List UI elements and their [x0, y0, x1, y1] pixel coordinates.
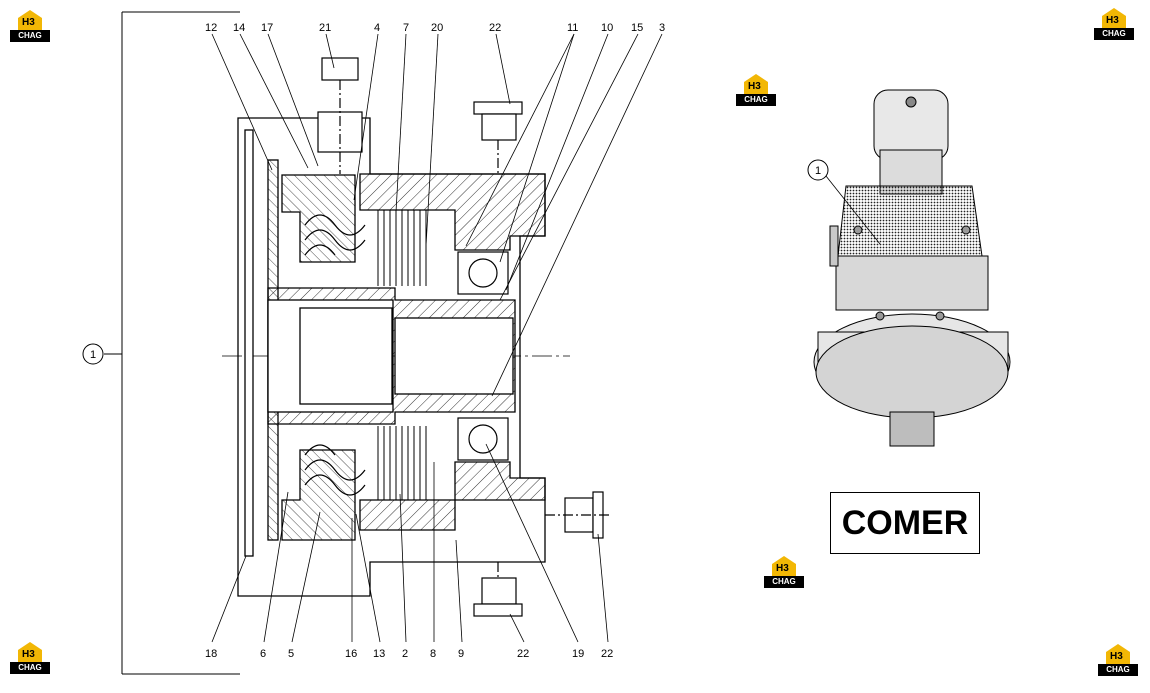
callout-2: 2	[402, 648, 408, 660]
logo-mono: H3	[776, 563, 789, 574]
logo-mono: H3	[1110, 651, 1123, 662]
spring-upper	[304, 214, 366, 256]
callout-18: 18	[205, 648, 217, 660]
plug-right-side	[545, 491, 612, 539]
house-icon	[1102, 8, 1126, 28]
logo-top-right: H3 CHAG	[1094, 6, 1134, 40]
logo-top-left: H3 CHAG	[10, 8, 50, 42]
logo-text: CHAG	[764, 576, 804, 588]
brand-name: COMER	[841, 503, 969, 542]
callout-22-bottom: 22	[517, 648, 529, 660]
callout-13: 13	[373, 648, 385, 660]
callout-7: 7	[403, 22, 409, 34]
brake-unit-photo	[813, 89, 1011, 447]
logo-mono: H3	[748, 81, 761, 92]
leader-lines	[211, 33, 663, 643]
logo-text: CHAG	[10, 662, 50, 674]
callout-9: 9	[458, 648, 464, 660]
logo-mid-bottom: H3 CHAG	[764, 554, 804, 588]
house-icon	[1106, 644, 1130, 664]
logo-mono: H3	[22, 17, 35, 28]
house-icon	[744, 74, 768, 94]
logo-mono: H3	[22, 649, 35, 660]
logo-mid-top: H3 CHAG	[736, 72, 776, 106]
callout-5: 5	[288, 648, 294, 660]
logo-mono: H3	[1106, 15, 1119, 26]
house-icon	[18, 10, 42, 30]
callout-14: 14	[233, 22, 245, 34]
callout-12: 12	[205, 22, 217, 34]
fill-plug-top	[317, 57, 363, 174]
callout-3: 3	[659, 22, 665, 34]
spring-lower	[304, 444, 366, 496]
logo-text: CHAG	[736, 94, 776, 106]
callout-6: 6	[260, 648, 266, 660]
disc-pack-lower	[377, 426, 427, 500]
disc-pack-upper	[377, 210, 427, 286]
logo-bottom-left: H3 CHAG	[10, 640, 50, 674]
callout-1-photo: 1	[807, 159, 829, 181]
callout-22-top: 22	[489, 22, 501, 34]
callout-labels-bottom: 18 6 5 16 13 2 8 9 22 19 22	[205, 648, 613, 660]
callout-16: 16	[345, 648, 357, 660]
callout-15: 15	[631, 22, 643, 34]
logo-text: CHAG	[10, 30, 50, 42]
brand-box: COMER	[830, 492, 980, 554]
callout-labels-top: 12 14 17 21 4 7 20 22 11 10 15 3	[205, 22, 665, 34]
callout-8: 8	[430, 648, 436, 660]
housing-cross-section	[237, 117, 546, 597]
callout-20: 20	[431, 22, 443, 34]
callout-4: 4	[374, 22, 380, 34]
callout-10: 10	[601, 22, 613, 34]
callout-1-left-text: 1	[90, 349, 96, 361]
callout-17: 17	[261, 22, 273, 34]
house-icon	[772, 556, 796, 576]
callout-1-photo-text: 1	[815, 165, 821, 177]
logo-bottom-right: H3 CHAG	[1098, 642, 1138, 676]
callout-22-right: 22	[601, 648, 613, 660]
callout-1-left: 1	[82, 343, 104, 365]
house-icon	[18, 642, 42, 662]
vent-plug-right-top	[473, 101, 523, 174]
bearing-upper	[457, 251, 509, 295]
callout-21: 21	[319, 22, 331, 34]
bearing-lower	[457, 417, 509, 461]
logo-text: CHAG	[1098, 664, 1138, 676]
callout-11: 11	[567, 22, 578, 34]
logo-text: CHAG	[1094, 28, 1134, 40]
callout-19: 19	[572, 648, 584, 660]
drain-plug-bottom	[473, 562, 523, 617]
assembly-bracket	[104, 11, 240, 675]
